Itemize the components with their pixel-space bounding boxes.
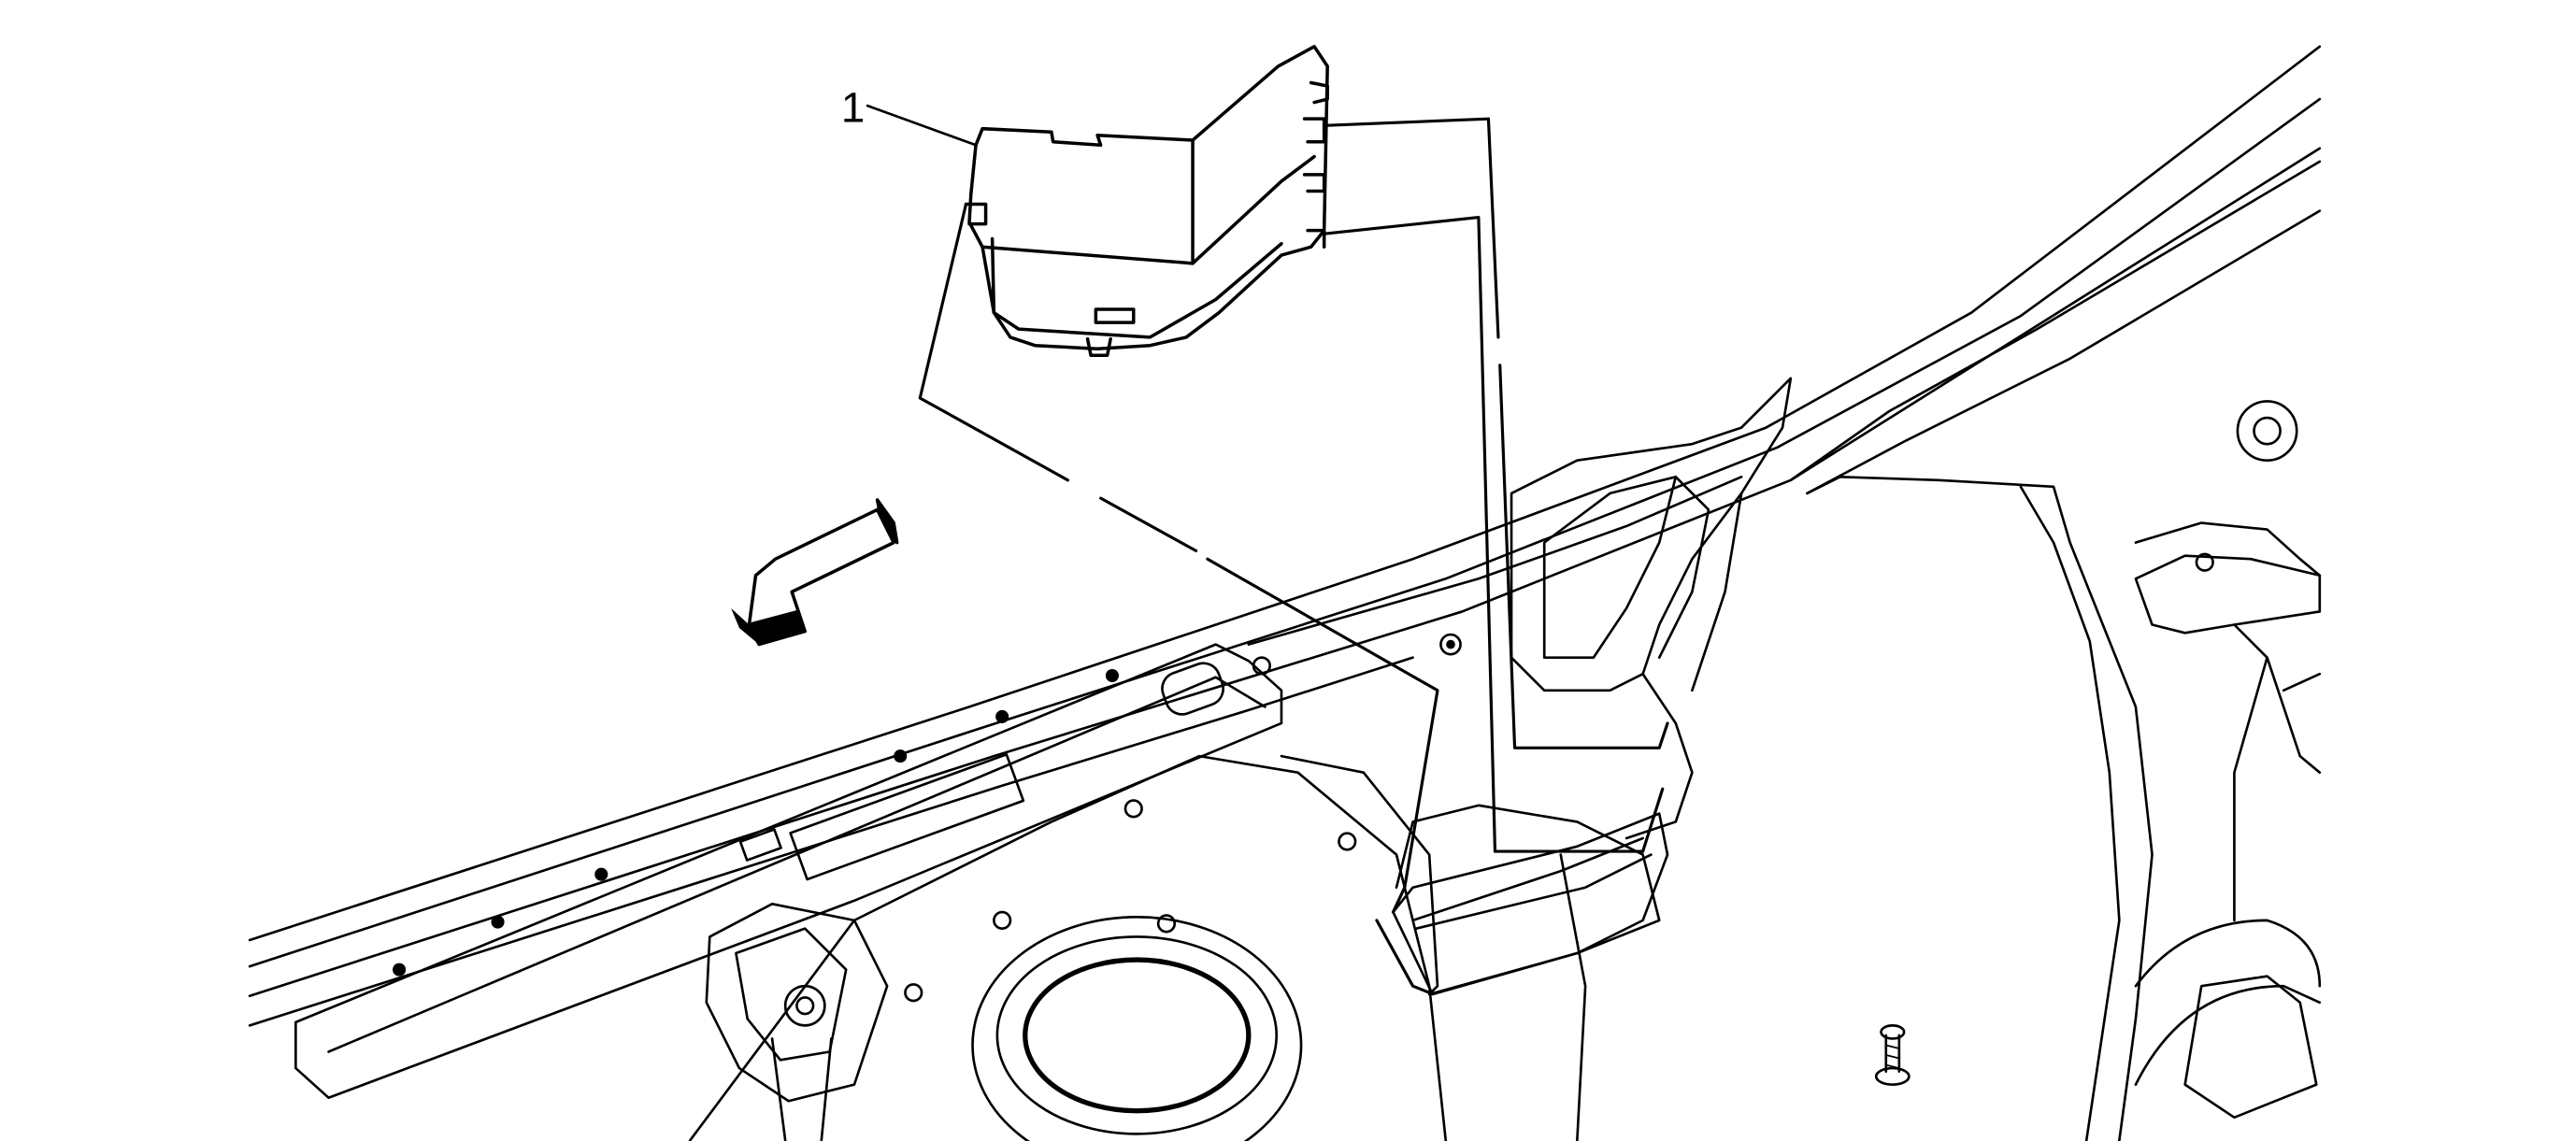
cowl-second-edge xyxy=(248,97,2322,968)
plenum-flange-outline xyxy=(294,643,1283,1100)
lower-strut-outline xyxy=(1392,812,1669,996)
wheelhouse-lower xyxy=(2183,975,2318,1120)
right-panel-boss-inner xyxy=(2253,416,2282,446)
callout-number: 1 xyxy=(841,84,865,132)
phantom-line-left-diag-2 xyxy=(1206,557,1439,890)
cowl-inner-line xyxy=(1789,160,2322,482)
a-pillar-bracket-hole xyxy=(2195,552,2214,572)
cowl-stud-inner xyxy=(1446,639,1455,649)
arrow-body xyxy=(747,507,895,627)
dash-bolt-hole xyxy=(993,910,1012,930)
bolt-fastener xyxy=(1874,1024,1911,1086)
forward-arrow-icon xyxy=(731,498,899,647)
a-pillar-face xyxy=(2134,521,2322,578)
flange-slot xyxy=(738,828,782,862)
flange-rivet xyxy=(1105,668,1119,683)
plenum-flange-inner xyxy=(327,676,1267,1053)
component-tab xyxy=(1302,173,1326,193)
dash-panel-lower xyxy=(688,754,1448,1141)
component-clip xyxy=(1085,336,1112,358)
cowl-fifth-edge xyxy=(1247,475,1743,646)
dash-bolt-hole xyxy=(1156,914,1177,934)
callout-1: 1 xyxy=(841,84,978,147)
flange-rivet xyxy=(995,709,1009,723)
dash-pocket-rib xyxy=(1657,475,1743,692)
component-1-bracket xyxy=(964,45,1329,358)
flange-rivet xyxy=(894,749,908,763)
right-panel-column xyxy=(2233,623,2322,922)
flange-rivet xyxy=(491,915,505,929)
wheelhouse-arc xyxy=(2134,919,2322,1086)
dash-circular-opening xyxy=(995,935,1279,1135)
dash-circular-opening-rim xyxy=(971,916,1303,1141)
a-pillar-inner xyxy=(2019,485,2121,1141)
component-tab xyxy=(1306,228,1326,250)
left-bracket-bolt xyxy=(783,984,826,1027)
cowl-fourth-edge xyxy=(248,656,1414,1027)
assembly-phantom-lines xyxy=(918,117,1669,994)
component-inner-edge xyxy=(990,236,1283,339)
component-tab xyxy=(1302,117,1326,144)
dash-bolt-hole xyxy=(1123,799,1143,819)
dash-bolt-hole xyxy=(1338,832,1357,851)
bolt-thread xyxy=(1884,1044,1900,1069)
vehicle-body-structure xyxy=(248,45,2322,1141)
callout-leader-line xyxy=(866,104,978,147)
left-bracket-stem xyxy=(770,1037,833,1141)
cowl-third-edge xyxy=(248,147,2322,998)
left-bracket-inner xyxy=(735,927,848,1062)
phantom-line-left-top xyxy=(918,202,1070,482)
flange-rivet xyxy=(594,867,608,881)
cowl-lip-line xyxy=(1806,209,2322,495)
lower-strut-crease xyxy=(1414,853,1653,930)
component-top-face xyxy=(967,45,1329,350)
flange-slot xyxy=(789,752,1025,881)
left-bracket xyxy=(705,902,889,1103)
component-tab xyxy=(1309,80,1329,105)
left-bracket-bolt-center xyxy=(795,996,815,1016)
center-strut-edge xyxy=(1411,836,1644,922)
phantom-line-left-diag xyxy=(1099,496,1198,552)
lower-strut-face xyxy=(1392,812,1669,996)
phantom-line-right-inner xyxy=(1323,216,1645,853)
phantom-line-right-mid xyxy=(1498,364,1669,749)
component-front-fold xyxy=(980,154,1316,265)
component-tab xyxy=(964,202,988,226)
dash-ledge xyxy=(1624,672,1694,840)
center-strut xyxy=(1280,754,1661,996)
flange-rivets xyxy=(393,668,1119,977)
dash-pocket-inner xyxy=(1542,475,1678,659)
cowl-top-edge xyxy=(248,45,2322,942)
a-pillar-outer xyxy=(1806,475,2154,1141)
component-clip xyxy=(1094,307,1136,324)
dash-bolt-hole xyxy=(904,983,923,1003)
phantom-line-left-ext xyxy=(1375,919,1431,994)
a-pillar-bracket xyxy=(2134,554,2322,635)
cowl-stud xyxy=(1439,633,1462,656)
arrow-side-fill xyxy=(731,607,760,645)
right-panel-boss xyxy=(2236,400,2298,463)
flange-rivet xyxy=(393,963,407,977)
dash-circular-opening-inner xyxy=(1023,957,1252,1114)
flange-slot xyxy=(1161,662,1224,716)
phantom-line-right-link xyxy=(1641,787,1665,853)
bolt-head xyxy=(1880,1024,1906,1040)
cowl-hole xyxy=(1252,656,1271,676)
center-strut-front xyxy=(1559,853,1587,1141)
phantom-line-right-top xyxy=(1325,117,1500,339)
bolt-flange xyxy=(1874,1066,1911,1086)
